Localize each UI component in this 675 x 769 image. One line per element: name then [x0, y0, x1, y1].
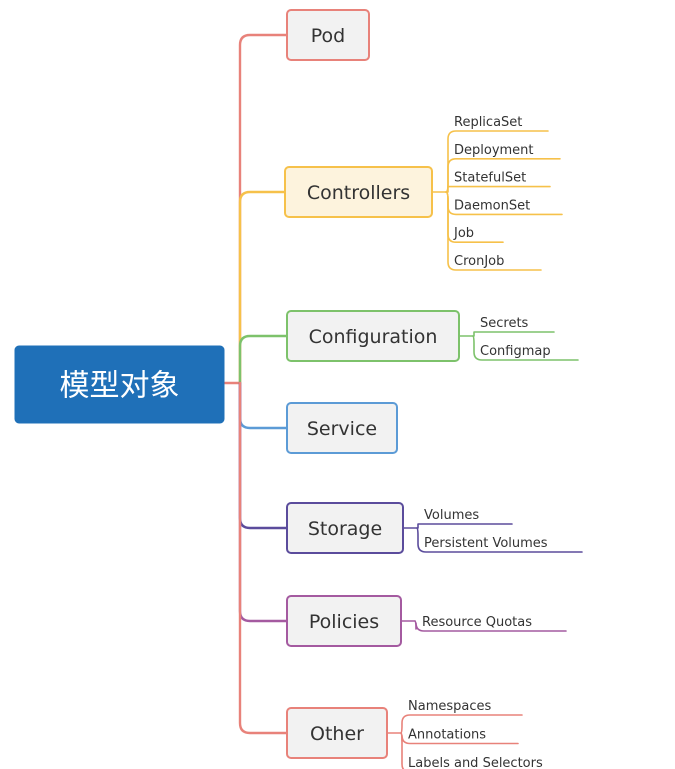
leaf-persistent-volumes[interactable]: Persistent Volumes — [424, 536, 548, 551]
leaf-configmap[interactable]: Configmap — [480, 344, 551, 359]
connector-policies — [238, 381, 289, 623]
branch-node-other-box — [286, 707, 388, 759]
leaf-job-label: Job — [453, 226, 474, 241]
branch-node-pod-box — [286, 9, 370, 61]
leaf-job[interactable]: Job — [453, 226, 474, 241]
connector-storage — [238, 381, 289, 530]
connector-pod — [238, 33, 289, 385]
branch-node-controllers-label: Controllers — [307, 182, 410, 204]
branch-node-service-label: Service — [307, 418, 377, 440]
branch-node-pod-label: Pod — [311, 25, 345, 47]
branch-node-pod[interactable]: Pod — [286, 9, 370, 61]
leaf-resource-quotas[interactable]: Resource Quotas — [422, 615, 532, 630]
leaf-secrets-label: Secrets — [480, 316, 529, 331]
connector-other — [238, 381, 289, 735]
branch-node-policies[interactable]: Policies — [286, 595, 402, 647]
connector-other-labels-and-selectors — [400, 732, 405, 769]
branch-node-storage-box — [286, 502, 404, 554]
connector-storage-volumes — [416, 523, 513, 529]
connector-other-namespaces — [400, 714, 523, 734]
connector-controllers-deployment — [445, 158, 561, 193]
leaf-volumes[interactable]: Volumes — [424, 508, 479, 523]
leaf-statefulset-label: StatefulSet — [454, 171, 526, 186]
leaf-configmap-label: Configmap — [480, 344, 551, 359]
leaf-deployment[interactable]: Deployment — [454, 143, 534, 158]
connector-configuration-secrets — [472, 331, 555, 337]
root-node[interactable]: 模型对象 — [14, 345, 225, 424]
leaf-replicaset[interactable]: ReplicaSet — [454, 115, 522, 130]
branch-node-storage-label: Storage — [308, 518, 382, 540]
root-node-label: 模型对象 — [60, 369, 180, 404]
leaf-deployment-label: Deployment — [454, 143, 534, 158]
branch-node-policies-label: Policies — [309, 611, 379, 633]
connector-configuration — [238, 334, 289, 385]
leaf-daemonset-label: DaemonSet — [454, 198, 530, 213]
leaf-labels-and-selectors[interactable]: Labels and Selectors — [408, 756, 543, 769]
leaf-secrets[interactable]: Secrets — [480, 316, 529, 331]
branch-node-controllers[interactable]: Controllers — [284, 166, 433, 218]
leaf-statefulset[interactable]: StatefulSet — [454, 171, 526, 186]
branch-node-controllers-box — [284, 166, 433, 218]
connector-storage-persistent-volumes — [416, 527, 583, 553]
leaf-replicaset-label: ReplicaSet — [454, 115, 522, 130]
branch-node-service[interactable]: Service — [286, 402, 398, 454]
leaf-annotations[interactable]: Annotations — [408, 728, 486, 743]
connector-controllers-statefulset — [445, 185, 551, 193]
connector-policies-resource-quotas — [414, 620, 567, 632]
branch-node-storage[interactable]: Storage — [286, 502, 404, 554]
branch-node-service-box — [286, 402, 398, 454]
leaf-namespaces[interactable]: Namespaces — [408, 699, 491, 714]
leaf-cronjob[interactable]: CronJob — [454, 254, 504, 269]
leaf-persistent-volumes-label: Persistent Volumes — [424, 536, 548, 551]
connector-controllers-cronjob — [445, 191, 542, 271]
leaf-labels-and-selectors-label: Labels and Selectors — [408, 756, 543, 769]
connector-configuration-configmap — [472, 335, 579, 361]
leaf-resource-quotas-label: Resource Quotas — [422, 615, 532, 630]
connector-controllers — [238, 190, 287, 385]
connector-service — [238, 381, 289, 430]
branch-node-policies-box — [286, 595, 402, 647]
branch-node-other[interactable]: Other — [286, 707, 388, 759]
connector-lines — [222, 33, 583, 769]
branch-node-configuration-box — [286, 310, 460, 362]
root-node-box — [14, 345, 225, 424]
leaf-annotations-label: Annotations — [408, 728, 486, 743]
leaf-cronjob-label: CronJob — [454, 254, 504, 269]
branch-node-configuration-label: Configuration — [309, 326, 438, 348]
leaf-volumes-label: Volumes — [424, 508, 479, 523]
branch-node-other-label: Other — [310, 723, 364, 745]
leaf-namespaces-label: Namespaces — [408, 699, 491, 714]
branch-node-configuration[interactable]: Configuration — [286, 310, 460, 362]
leaf-daemonset[interactable]: DaemonSet — [454, 198, 530, 213]
